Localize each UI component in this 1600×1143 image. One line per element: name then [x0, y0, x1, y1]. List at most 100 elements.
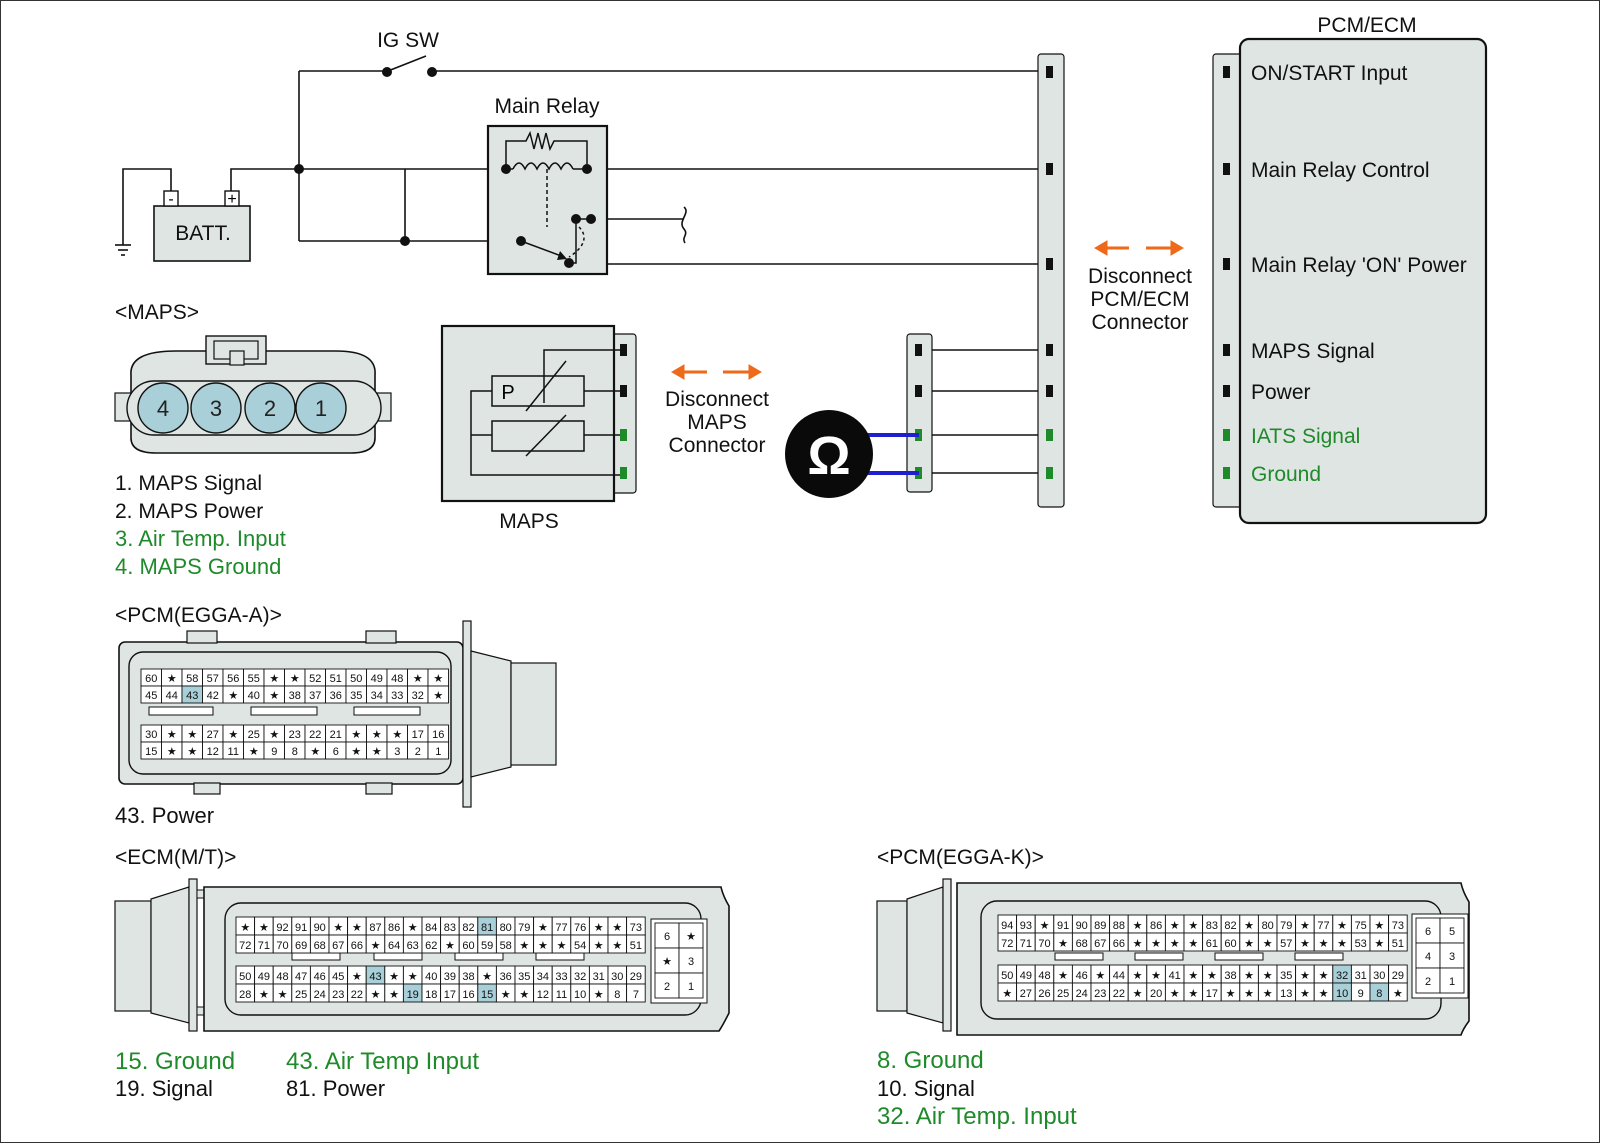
pin-cell-label: 39	[444, 971, 456, 983]
pin-cell	[626, 934, 646, 954]
pin-cell-label: ★	[228, 729, 238, 741]
pin-cell-label: 38	[289, 690, 301, 702]
maps-pin-number: 4	[157, 396, 169, 421]
ecm-pin-marker	[1223, 344, 1230, 356]
pin-cell-label: 34	[371, 690, 383, 702]
pin-cell-label: ★	[557, 940, 567, 952]
pin-cell-label: ★	[1263, 970, 1273, 982]
pin-cell-label: 30	[145, 729, 157, 741]
svg-text:Disconnect: Disconnect	[665, 388, 769, 411]
pin-cell-label: 20	[1150, 988, 1162, 1000]
pin-cell-label: 60	[145, 673, 157, 685]
pin-cell-label: ★	[187, 746, 197, 758]
ecm-pin-label: ON/START Input	[1251, 62, 1408, 85]
pin-cell-label: 37	[309, 690, 321, 702]
pin-cell-label: 23	[1094, 988, 1106, 1000]
pin-cell-label: ★	[1319, 938, 1329, 950]
aux-pin-label: 3	[688, 956, 694, 968]
pin-cell-label: ★	[445, 940, 455, 952]
pin-cell	[626, 983, 646, 1003]
svg-text:MAPS: MAPS	[687, 411, 747, 434]
pin-cell-label: 27	[1020, 988, 1032, 1000]
pin-cell-label: ★	[594, 989, 604, 1001]
pin-cell-label: 47	[295, 971, 307, 983]
pin-cell-label: 48	[1038, 970, 1050, 982]
pin-cell-label: 73	[630, 922, 642, 934]
pin-cell-label: 42	[207, 690, 219, 702]
pin-cell-label: 38	[1224, 970, 1236, 982]
disconnect-pcm-arrows	[1094, 240, 1184, 256]
ohm-icon: Ω	[807, 426, 850, 486]
pin-cell-label: 11	[556, 989, 567, 1001]
pin-cell-label: 23	[289, 729, 301, 741]
svg-text:Disconnect: Disconnect	[1088, 265, 1192, 288]
pin-cell-label: 60	[1224, 938, 1236, 950]
pin-cell-label: 34	[537, 971, 549, 983]
pin-cell-label: ★	[1188, 920, 1198, 932]
pin-cell-label: 21	[330, 729, 342, 741]
wiring	[115, 55, 1051, 474]
pin-cell-label: 33	[391, 690, 403, 702]
main-relay-on-power-wire	[591, 218, 1051, 265]
pin-cell-label: ★	[519, 989, 529, 1001]
pin-cell-label: 43	[369, 971, 381, 983]
pcm-egga-a-legend: 43. Power	[115, 803, 214, 828]
pin-cell-label: ★	[538, 922, 548, 934]
disconnect-pcm-text: Disconnect PCM/ECM Connector	[1088, 265, 1192, 334]
pin-cell-label: 16	[462, 989, 474, 1001]
pin-cell-label: 51	[1392, 938, 1404, 950]
pin-cell-label: 30	[611, 971, 623, 983]
pin-cell-label: 13	[1280, 988, 1292, 1000]
pin-cell	[427, 741, 449, 760]
pin-cell-label: ★	[1300, 938, 1310, 950]
aux-pin-label: ★	[662, 956, 672, 968]
pin-cell-label: ★	[392, 729, 402, 741]
maps-legend-item: 4. MAPS Ground	[115, 554, 281, 579]
pin-cell-label: 27	[207, 729, 219, 741]
aux-pin-label: 3	[1449, 951, 1455, 963]
pin-cell-label: 82	[1224, 920, 1236, 932]
aux-pin-label: 2	[664, 981, 670, 993]
pin-cell-label: 79	[1280, 920, 1292, 932]
maps-harness-connector	[906, 333, 933, 493]
pin-cell-label: 58	[500, 940, 512, 952]
ecm-pin-marker	[1223, 163, 1230, 175]
pin-cell-label: 76	[574, 922, 586, 934]
pin-cell-label: 35	[518, 971, 530, 983]
pin-cell-label: ★	[372, 746, 382, 758]
pin-cell-label: 66	[351, 940, 363, 952]
legend-item: 43. Power	[115, 803, 214, 828]
pin-cell-label: 57	[207, 673, 219, 685]
pin-cell-label: 7	[633, 989, 639, 1001]
pin-cell-label: 91	[1057, 920, 1069, 932]
pin-cell-label: ★	[333, 922, 343, 934]
pin-cell-label: 87	[369, 922, 381, 934]
pin-cell-label: ★	[1133, 938, 1143, 950]
pin-cell-label: 3	[394, 746, 400, 758]
maps-pin-number: 3	[210, 396, 222, 421]
pin-cell-label: ★	[1244, 988, 1254, 1000]
maps-legend-item: 3. Air Temp. Input	[115, 526, 286, 551]
pin-cell-label: ★	[501, 989, 511, 1001]
pin-cell-label: 50	[350, 673, 362, 685]
maps-pin	[137, 382, 189, 434]
pin-cell-label: ★	[1226, 988, 1236, 1000]
pin-cell-label: 32	[574, 971, 586, 983]
pin-cell-label: ★	[1393, 988, 1403, 1000]
pin-cell-label: 8	[292, 746, 298, 758]
pin-cell-label: 70	[1038, 938, 1050, 950]
aux-pin-cell	[1415, 967, 1441, 994]
pin-cell-label: ★	[413, 673, 423, 685]
pin-cell-label: ★	[1337, 920, 1347, 932]
pin-cell-label: 80	[500, 922, 512, 934]
pin-cell-label: 53	[1355, 938, 1367, 950]
pin-cell-label: 25	[295, 989, 307, 1001]
pin-cell-label: 44	[1113, 970, 1125, 982]
aux-pin-label: 2	[1425, 976, 1431, 988]
pin-cell-label: ★	[167, 746, 177, 758]
